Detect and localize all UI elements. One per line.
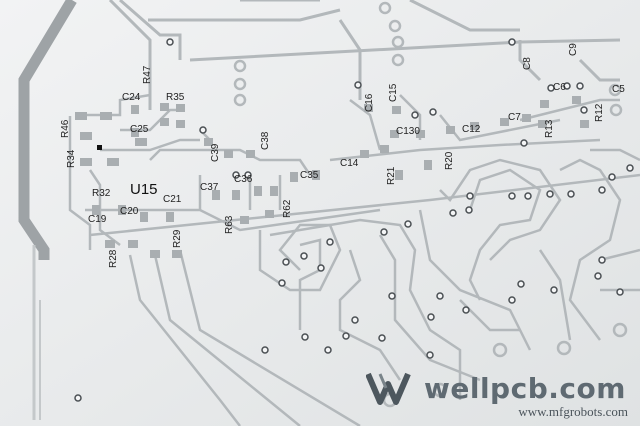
wellpcb-logo-icon xyxy=(366,372,411,405)
label-c15: C15 xyxy=(388,83,399,102)
label-r34: R34 xyxy=(66,149,77,168)
label-c37: C37 xyxy=(200,182,219,193)
label-c7: C7 xyxy=(508,112,521,123)
silkscreen-labels: R47 C24 R35 R46 C25 R34 R32 C19 C20 C21 … xyxy=(60,43,625,268)
label-c130: C130 xyxy=(396,126,420,137)
label-c35: C35 xyxy=(300,170,319,181)
label-c8: C8 xyxy=(522,57,533,70)
label-r20: R20 xyxy=(444,151,455,170)
label-r62: R62 xyxy=(282,199,293,218)
label-c12: C12 xyxy=(462,124,481,135)
label-r46: R46 xyxy=(60,119,71,138)
label-r35: R35 xyxy=(166,92,185,103)
label-c5: C5 xyxy=(612,84,625,95)
label-c25: C25 xyxy=(130,124,149,135)
label-c38: C38 xyxy=(260,131,271,150)
label-r28: R28 xyxy=(108,249,119,268)
label-r29: R29 xyxy=(172,229,183,248)
wellpcb-text: wellpcb.com xyxy=(424,371,626,405)
label-c9: C9 xyxy=(568,43,579,56)
label-c20: C20 xyxy=(120,206,139,217)
wellpcb-watermark: wellpcb.com xyxy=(366,368,626,408)
label-r47: R47 xyxy=(142,65,153,84)
label-c36: C36 xyxy=(234,174,253,185)
label-c16: C16 xyxy=(364,93,375,112)
label-r12: R12 xyxy=(594,103,605,122)
label-c19: C19 xyxy=(88,214,107,225)
label-c24: C24 xyxy=(122,92,141,103)
via-group xyxy=(74,38,634,402)
power-trace xyxy=(18,0,77,260)
label-c21: C21 xyxy=(163,194,182,205)
smd-pad-group xyxy=(75,96,589,258)
label-c14: C14 xyxy=(340,158,359,169)
trace-group-lower xyxy=(128,148,640,426)
trace-group-top xyxy=(108,0,621,110)
label-r21: R21 xyxy=(386,166,397,185)
label-c39: C39 xyxy=(210,143,221,162)
label-r32: R32 xyxy=(92,188,111,199)
pin1-marker xyxy=(97,145,102,150)
pad-group-large xyxy=(233,1,628,408)
label-r63: R63 xyxy=(224,215,235,234)
chip-label-u15: U15 xyxy=(130,181,158,198)
label-c6: C6 xyxy=(553,82,566,93)
mfgrobots-watermark: www.mfgrobots.com xyxy=(518,404,628,419)
label-r13: R13 xyxy=(544,119,555,138)
